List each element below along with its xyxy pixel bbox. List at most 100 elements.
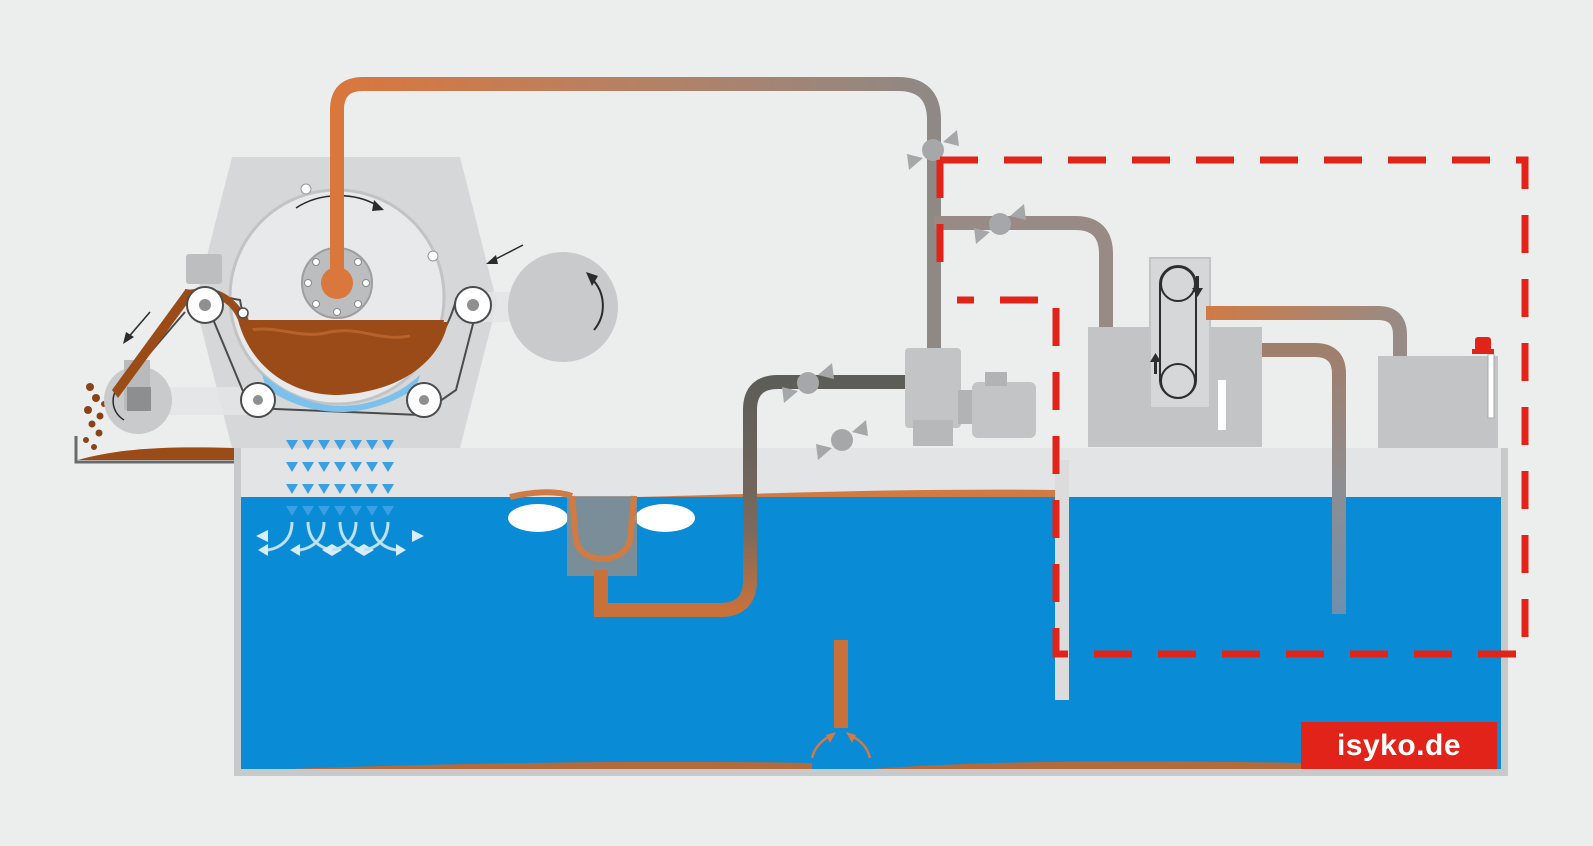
spray-arrow-icon (334, 462, 346, 472)
skimmer (508, 375, 905, 617)
splash-arrowhead (354, 544, 364, 556)
slurry-highlight (249, 327, 411, 339)
bottom-sludge-left (290, 761, 812, 769)
splash-arrow-icon (299, 521, 326, 552)
splash-arrowhead (412, 530, 424, 542)
spray-arrow-icon (286, 506, 298, 516)
sludge-discharge (74, 383, 234, 464)
spray-arrow-icon (366, 506, 378, 516)
separator-feed-pipe (934, 216, 1113, 328)
rotation-arrow-icon (590, 277, 604, 331)
roller (186, 286, 224, 324)
bottom-sludge-right (873, 761, 1395, 769)
spray-arrow-icon (334, 484, 346, 494)
skimmer-cup (567, 496, 637, 576)
main-feed-line (330, 77, 941, 350)
roller (406, 382, 442, 418)
spray-arrow-icon (366, 440, 378, 450)
sludge-belt (112, 288, 448, 398)
spray-arrow-icon (334, 506, 346, 516)
spray-arrow-icon (302, 440, 314, 450)
direction-arrow-icon (1150, 276, 1203, 374)
spray-arrow-icon (350, 462, 362, 472)
rotation-arrowhead (586, 272, 598, 286)
skimmer-line-bottom (594, 570, 720, 617)
oil-separator (1088, 257, 1407, 614)
spray-arrow-icon (382, 484, 394, 494)
suction-pump (905, 348, 1036, 446)
valve-icon-feed (907, 130, 959, 170)
direction-arrow-icon (486, 244, 524, 264)
spray-arrow-icon (302, 506, 314, 516)
tank-water (241, 497, 1501, 769)
tank-headspace (241, 448, 1501, 497)
direction-arrow-icon (123, 311, 151, 344)
filtered-water-rim (262, 374, 420, 412)
spray-arrow-icon (382, 506, 394, 516)
brand-logo: isyko.de (1301, 722, 1497, 769)
hub-outlet (321, 267, 353, 299)
feed-pipe (330, 77, 941, 350)
valve-icon-skimmer (782, 363, 834, 403)
filter-unit (104, 157, 618, 448)
roller (240, 382, 276, 418)
skimmer-inflow (569, 495, 637, 562)
pump-housing (905, 348, 961, 428)
drum-rotation-arrowhead (372, 200, 384, 211)
filtered-water-spray (256, 408, 424, 556)
splash-arrow-icon (331, 521, 358, 552)
skimmer-float-right (635, 504, 695, 532)
spray-arrow-icon (318, 462, 330, 472)
outflow-arrowhead-right (846, 732, 856, 743)
spray-arrow-icon (366, 484, 378, 494)
spray-arrow-icon (318, 484, 330, 494)
spray-arrow-icon (286, 462, 298, 472)
spray-arrow-icon (366, 462, 378, 472)
oil-skim-line (1206, 306, 1407, 392)
spray-arrow-icon (350, 484, 362, 494)
spray-arrow-icon (334, 440, 346, 450)
splash-arrow-icon (267, 521, 294, 552)
drive-wheel (508, 252, 618, 362)
roller (454, 286, 492, 324)
outflow-arrowhead-left (826, 732, 836, 743)
splash-arrowhead (396, 544, 406, 556)
container-body (1378, 356, 1498, 448)
valve-icon-separator (974, 204, 1026, 244)
drum-bolt-1 (300, 183, 312, 195)
clean-water-drain (1262, 343, 1346, 614)
warning-light-base (1472, 349, 1494, 354)
valve-icon-return (816, 420, 868, 460)
spray-arrow-icon (382, 440, 394, 450)
pump-motor (972, 382, 1036, 438)
skimmer-float-left (508, 504, 568, 532)
collection-tank (234, 448, 1508, 776)
spray-arrow-icon (302, 462, 314, 472)
splash-arrowhead (258, 544, 268, 556)
roller (237, 307, 249, 319)
spray-arrow-icon (318, 440, 330, 450)
pump-motor-cap (985, 372, 1007, 386)
separator-feed (934, 216, 1113, 328)
belt-motor-block (127, 387, 151, 411)
floating-oil-line-left (509, 489, 573, 500)
separator-outlet-stub (1218, 380, 1226, 430)
spray-arrow-icon (286, 484, 298, 494)
splash-arrowhead (256, 530, 268, 542)
spray-arrow-icon (318, 506, 330, 516)
warning-light-icon (1475, 337, 1491, 351)
oil-container (1378, 337, 1498, 448)
spray-arrow-icon (382, 462, 394, 472)
spray-arrow-icon (302, 484, 314, 494)
splash-arrowhead (290, 544, 300, 556)
spray-arrow-icon (286, 440, 298, 450)
pump-coupling (958, 390, 976, 424)
level-gauge (1487, 353, 1495, 419)
discharge-tray (74, 436, 234, 464)
gear-box (186, 254, 222, 284)
drum-bolt-2 (427, 250, 439, 262)
pump-base (913, 420, 953, 446)
process-boundary (936, 156, 1529, 658)
spray-arrow-icon (350, 440, 362, 450)
